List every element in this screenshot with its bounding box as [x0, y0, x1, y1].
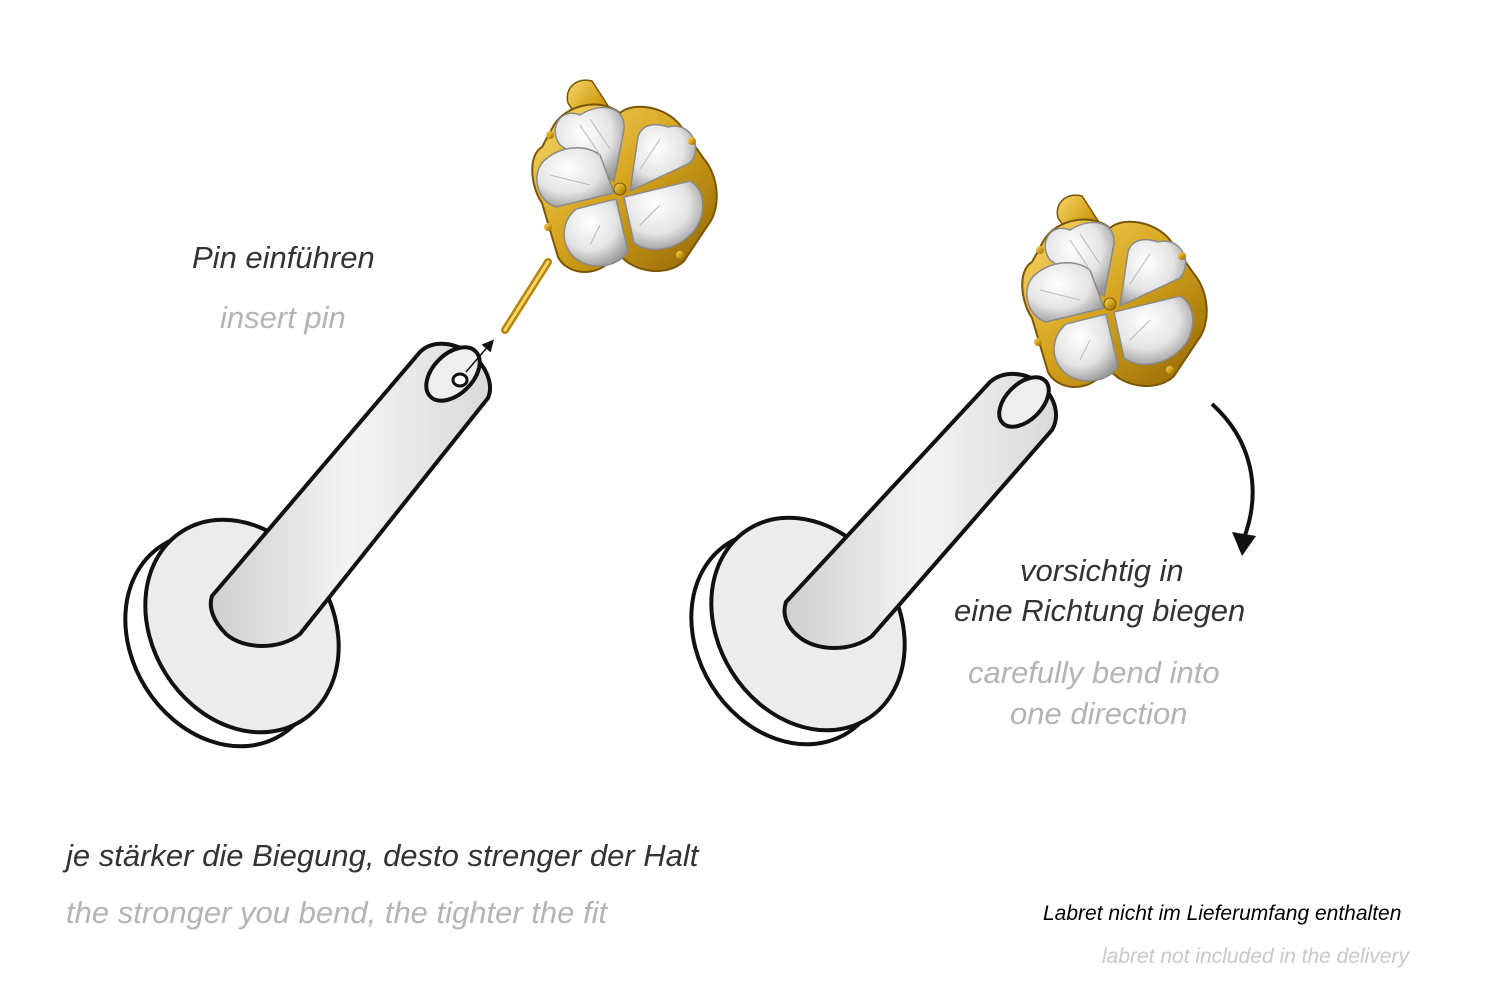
labret-note-de: Labret nicht im Lieferumfang enthalten [1043, 902, 1402, 925]
labret-right [689, 372, 1058, 747]
bend-label-en-line1: carefully bend into [968, 655, 1220, 690]
bend-label-en-line2: one direction [1010, 696, 1188, 731]
bend-label-de-line2: eine Richtung biegen [954, 593, 1246, 628]
labret-note-en: labret not included in the delivery [1102, 945, 1410, 968]
clover-top-right [1021, 194, 1208, 388]
labret-left [123, 341, 492, 749]
insert-arrow [465, 339, 494, 373]
clover-top-left [501, 79, 718, 334]
fit-label-en: the stronger you bend, the tighter the f… [66, 895, 608, 930]
fit-label-de: je stärker die Biegung, desto strenger d… [66, 838, 699, 873]
insert-pin-label-de: Pin einführen [192, 240, 375, 275]
bend-arrow [1210, 402, 1256, 556]
insert-pin-label-en: insert pin [220, 300, 346, 335]
bend-label-de-line1: vorsichtig in [1020, 553, 1184, 588]
